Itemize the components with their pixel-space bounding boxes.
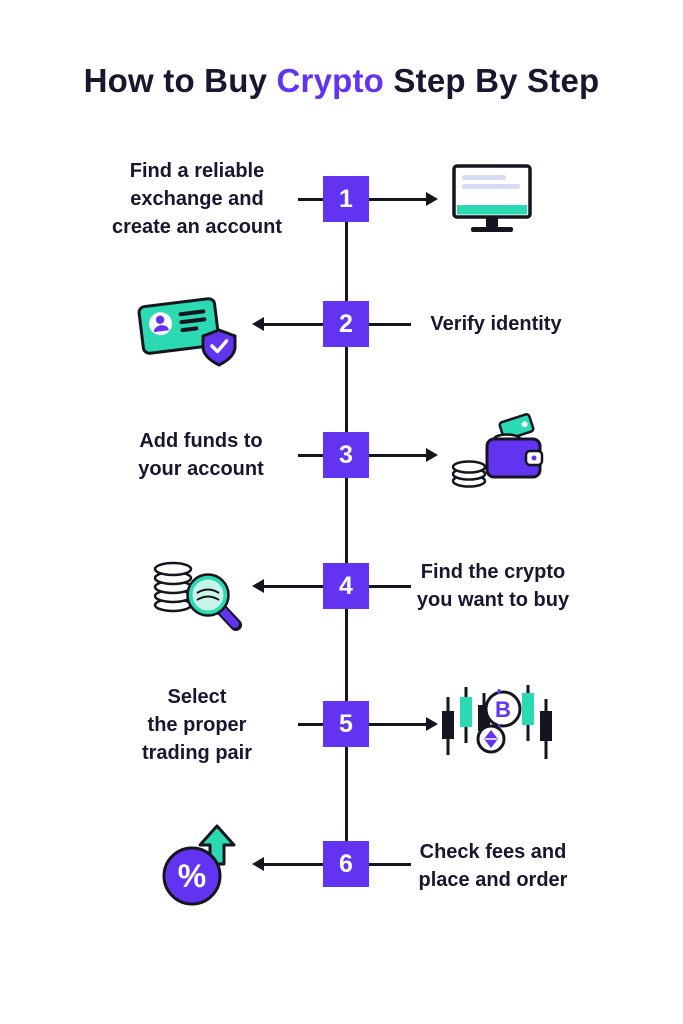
step-1-connector-line — [298, 198, 324, 201]
step-4-badge: 4 — [323, 563, 369, 609]
step-6-arrow-line — [264, 863, 324, 866]
percent-symbol: % — [178, 858, 206, 894]
step-3-label: Add funds to your account — [138, 430, 264, 480]
step-4-connector-line — [369, 585, 411, 588]
step-1-label: Find a reliable exchange and create an a… — [111, 160, 283, 238]
step-2-arrow-line — [264, 323, 324, 326]
step-2-connector-line — [369, 323, 411, 326]
trading-chart-icon: B — [436, 679, 558, 767]
step-6-label: Check fees and place and order — [418, 841, 568, 891]
step-1-badge: 1 — [323, 176, 369, 222]
step-5-badge: 5 — [323, 701, 369, 747]
btc-symbol: B — [495, 697, 511, 722]
step-6-arrow-head — [252, 857, 264, 871]
step-2-label: Verify identity — [430, 313, 562, 335]
step-3-connector-line — [298, 454, 324, 457]
title-highlight: Crypto — [276, 62, 385, 99]
step-5-connector-line — [298, 723, 324, 726]
step-3-arrow-line — [369, 454, 426, 457]
step-3-badge: 3 — [323, 432, 369, 478]
monitor-icon — [444, 161, 540, 237]
coins-magnifier-icon — [143, 537, 249, 631]
step-3-arrow-head — [426, 448, 438, 462]
page-title: How to Buy Crypto Step By Step — [0, 62, 683, 100]
step-1-arrow-line — [369, 198, 426, 201]
step-1-arrow-head — [426, 192, 438, 206]
step-6-badge: 6 — [323, 841, 369, 887]
step-2-badge: 2 — [323, 301, 369, 347]
step-4-arrow-head — [252, 579, 264, 593]
step-4-label: Find the crypto you want to buy — [416, 561, 570, 611]
title-prefix: How to Buy — [83, 62, 277, 99]
id-card-shield-icon — [133, 286, 251, 376]
step-5-label: Select the proper trading pair — [141, 686, 252, 764]
timeline-vertical-line — [345, 177, 348, 887]
step-5-arrow-line — [369, 723, 426, 726]
step-6-connector-line — [369, 863, 411, 866]
wallet-icon — [448, 409, 550, 495]
percent-growth-icon: % — [154, 820, 244, 910]
step-2-arrow-head — [252, 317, 264, 331]
step-5-arrow-head — [426, 717, 438, 731]
title-suffix: Step By Step — [384, 62, 600, 99]
step-4-arrow-line — [264, 585, 324, 588]
